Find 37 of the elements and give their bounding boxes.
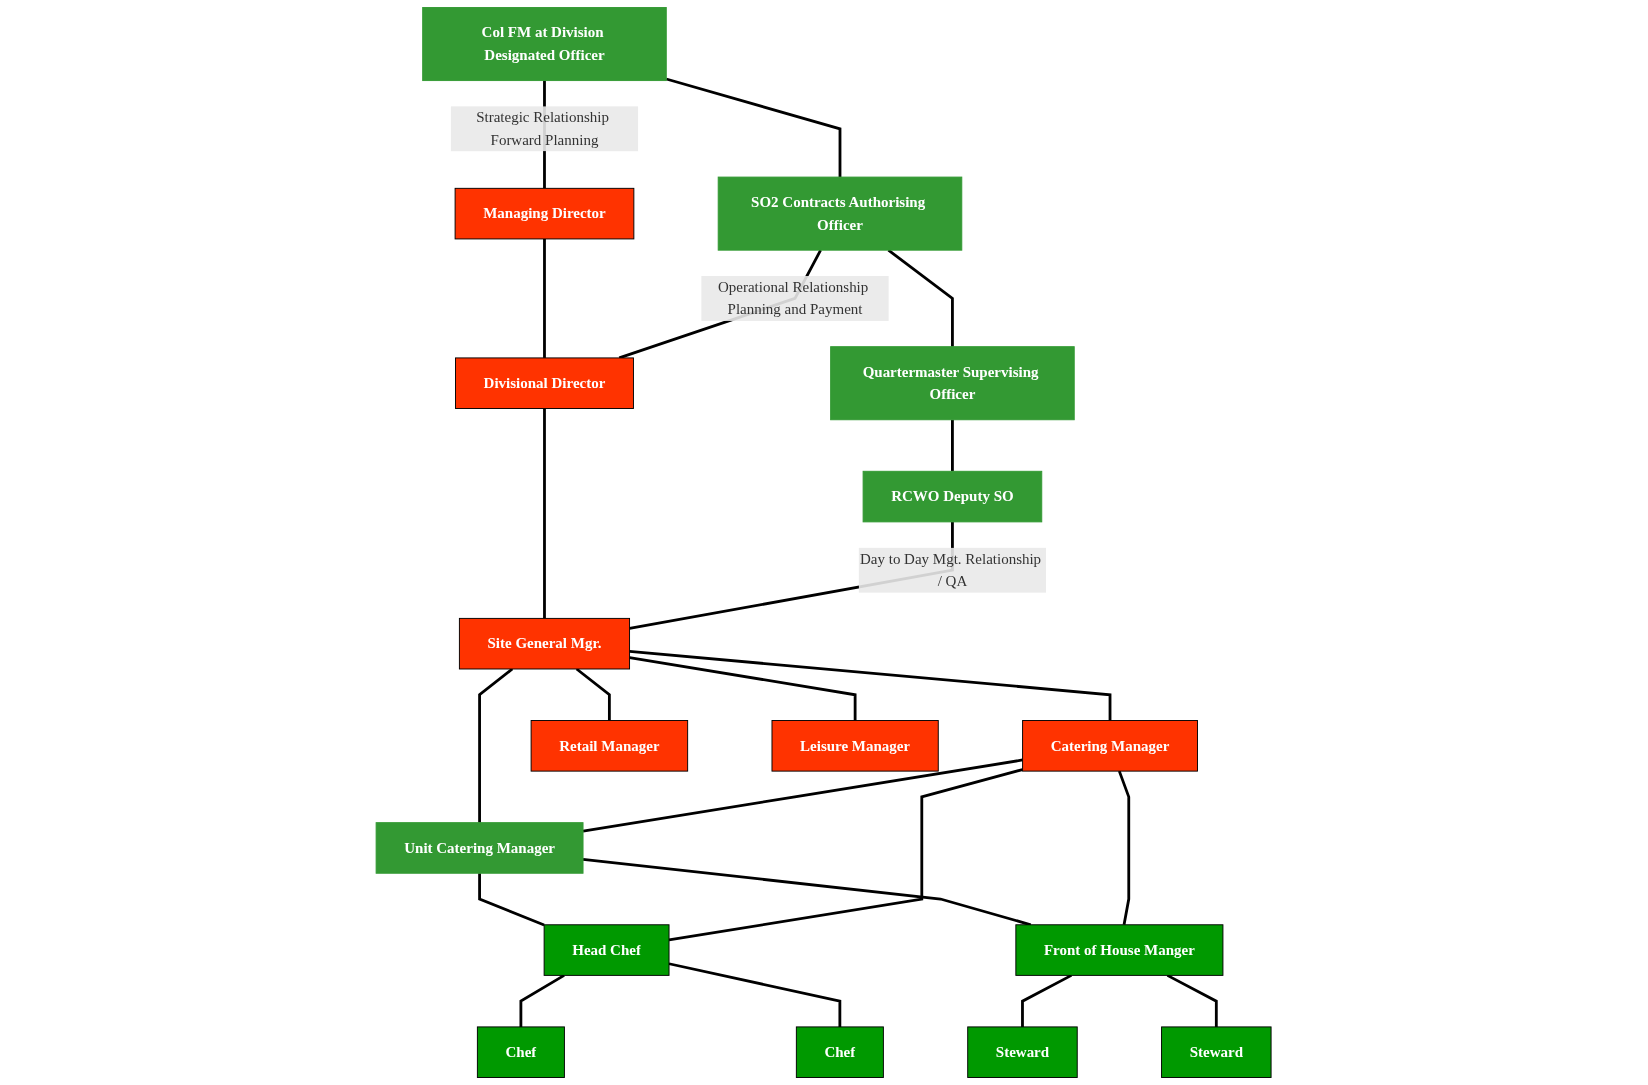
node-box: Chef <box>477 1026 566 1078</box>
connector <box>543 238 547 358</box>
connector <box>478 667 514 823</box>
node-box: Chef <box>796 1026 885 1078</box>
node-box: Site General Mgr. <box>459 617 631 670</box>
node-box: Leisure Manager <box>771 720 940 772</box>
node-box: Unit Catering Manager <box>376 822 584 874</box>
connector <box>629 649 1112 721</box>
connector <box>576 667 612 721</box>
node-box: Quartermaster Supervising Officer <box>830 346 1076 421</box>
edge-label: Strategic Relationship Forward Planning <box>476 109 610 148</box>
connector <box>629 656 857 721</box>
edge-label: Operational Relationship Planning and Payment <box>718 278 869 318</box>
node-box: Divisional Director <box>455 357 635 409</box>
node-box: Steward <box>967 1026 1079 1078</box>
connector <box>543 408 547 619</box>
node-box: Catering Manager <box>1022 720 1199 772</box>
node-box: Front of House Manger <box>1015 924 1224 976</box>
connector <box>888 249 955 347</box>
connector <box>951 419 955 472</box>
node-box: RCWO Deputy SO <box>863 470 1043 523</box>
edge-label: Day to Day Mgt. Relationship / QA <box>860 550 1042 589</box>
connector <box>1167 974 1219 1027</box>
connector <box>1118 770 1131 926</box>
connector <box>669 768 1024 942</box>
node-box: Steward <box>1161 1026 1272 1078</box>
node-box: Head Chef <box>544 924 670 976</box>
connector <box>1021 974 1073 1027</box>
connector <box>583 758 1024 833</box>
connector <box>478 873 546 927</box>
connector <box>669 962 842 1027</box>
connector <box>666 77 842 178</box>
node-box: SO2 Contracts Authorising Officer <box>718 176 963 251</box>
node-box: Retail Manager <box>531 720 689 772</box>
node-box: Col FM at Division Designated Officer <box>422 7 668 82</box>
connector <box>519 974 566 1027</box>
node-box: Managing Director <box>455 187 635 240</box>
